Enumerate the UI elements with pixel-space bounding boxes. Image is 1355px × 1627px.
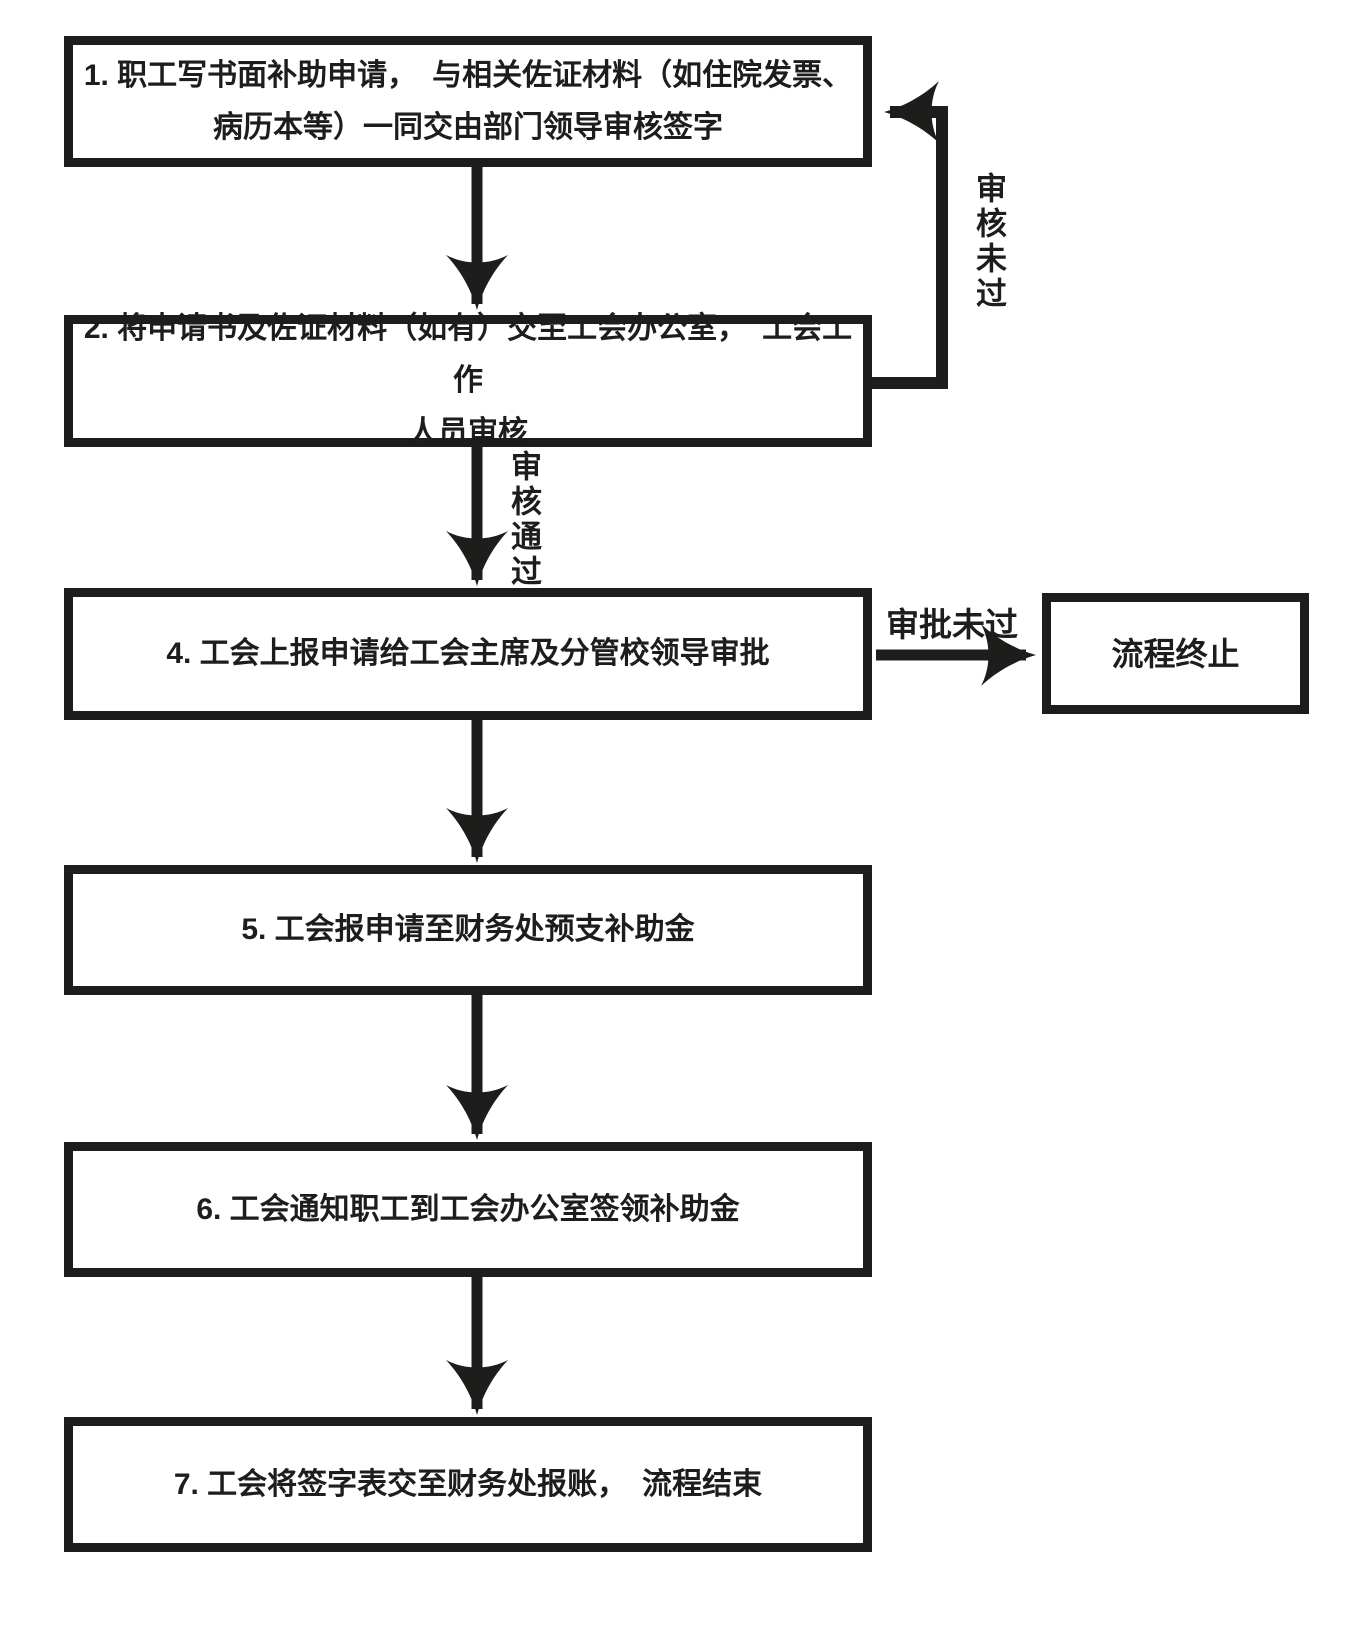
arrow-step2-to-step4 [446,447,508,586]
step7-text: 7. 工会将签字表交至财务处报账， 流程结束 [173,1467,763,1501]
arrow-step4-to-terminate [876,624,1036,686]
approve-fail-label: 审批未过 [886,606,1018,643]
step7-box: 7. 工会将签字表交至财务处报账， 流程结束 [64,1417,872,1552]
step4-box: 4. 工会上报申请给工会主席及分管校领导审批 [64,588,872,720]
step2-text: 2. 将申请书及佐证材料（如有）交至工会办公室， 工会工作 人员审核 [83,312,853,449]
terminate-text: 流程终止 [1111,635,1240,672]
arrow-step5-to-step6 [446,995,508,1140]
arrow-step6-to-step7 [446,1277,508,1415]
arrow-step4-to-step5 [446,720,508,863]
arrow-step2-to-step1-feedback [872,81,948,389]
step2-box: 2. 将申请书及佐证材料（如有）交至工会办公室， 工会工作 人员审核 [64,312,872,449]
review-pass-label: 审核通过 [506,450,541,590]
step4-text: 4. 工会上报申请给工会主席及分管校领导审批 [166,637,770,670]
step5-text: 5. 工会报申请至财务处预支补助金 [241,913,695,946]
step6-text: 6. 工会通知职工到工会办公室签领补助金 [196,1192,740,1226]
step1-box: 1. 职工写书面补助申请， 与相关佐证材料（如住院发票、 病历本等）一同交由部门… [64,36,872,167]
step5-box: 5. 工会报申请至财务处预支补助金 [64,865,872,995]
step1-text: 1. 职工写书面补助申请， 与相关佐证材料（如住院发票、 病历本等）一同交由部门… [83,58,853,144]
step6-box: 6. 工会通知职工到工会办公室签领补助金 [64,1142,872,1277]
review-fail-label: 审核未过 [971,172,1006,312]
terminate-box: 流程终止 [1042,593,1309,714]
arrow-step1-to-step2 [446,167,508,310]
